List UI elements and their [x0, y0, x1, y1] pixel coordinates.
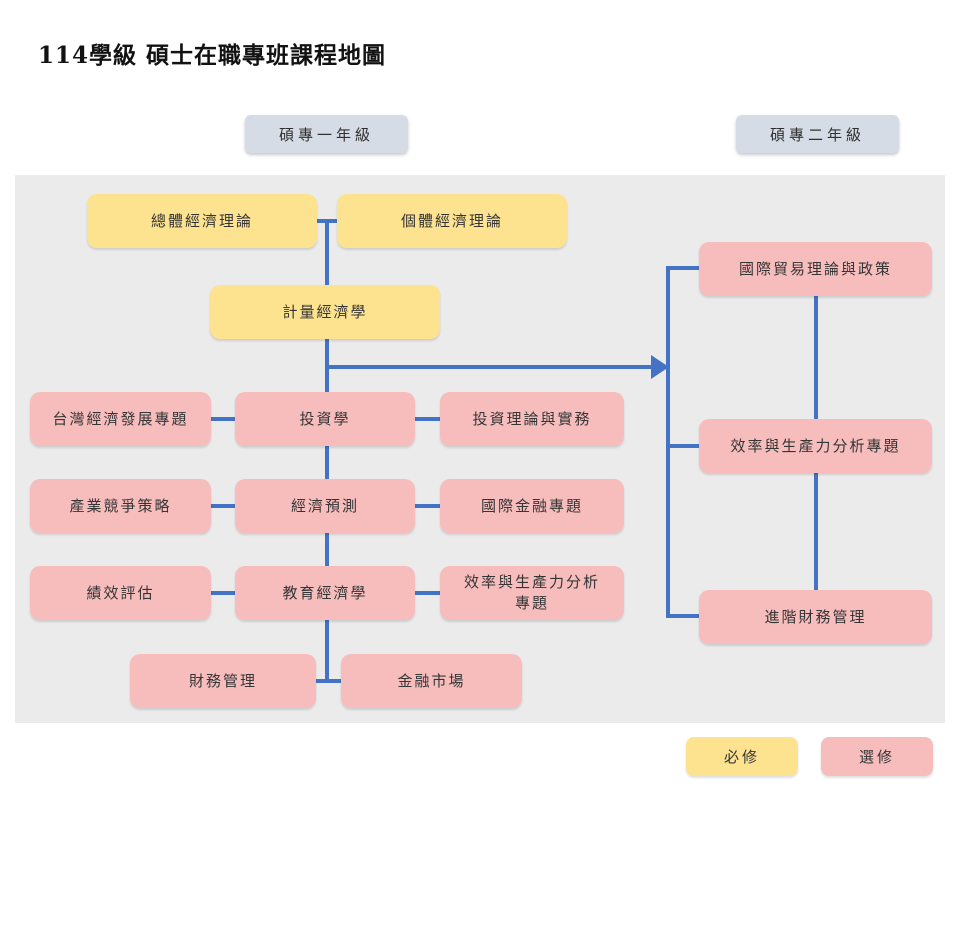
legend-required: 必修 — [686, 737, 798, 776]
connector-industry-forecast — [211, 504, 235, 508]
connector-finmgmt-finmarkets — [316, 679, 341, 683]
header-year2: 碩專二年級 — [736, 115, 899, 153]
connector-intltrade-efficiency2 — [814, 296, 818, 419]
connector-investment-forecast — [325, 446, 329, 479]
course-box-industry-strategy: 產業競爭策略 — [30, 479, 211, 533]
connector-spine-to-econometrics — [325, 220, 329, 286]
connector-performance-eduecon — [211, 591, 235, 595]
course-box-financial-management: 財務管理 — [130, 654, 316, 708]
course-box-education-economics: 教育經濟學 — [235, 566, 415, 620]
course-box-economic-forecast: 經濟預測 — [235, 479, 415, 533]
connector-eduecon-efficiency1 — [415, 591, 440, 595]
course-box-micro-economics: 個體經濟理論 — [337, 194, 567, 248]
connector-forecast-intlfinance — [415, 504, 440, 508]
course-box-efficiency-analysis-y1: 效率與生產力分析專題 — [440, 566, 624, 620]
header-year1: 碩專一年級 — [245, 115, 408, 153]
course-box-advanced-financial-management: 進階財務管理 — [699, 590, 932, 644]
connector-efficiency2-advfin — [814, 473, 818, 590]
course-box-financial-markets: 金融市場 — [341, 654, 522, 708]
connector-stub-intl-trade — [666, 266, 699, 270]
course-box-taiwan-economy: 台灣經濟發展專題 — [30, 392, 211, 446]
connector-eduecon-finrow — [325, 620, 329, 683]
course-box-intl-trade-policy: 國際貿易理論與政策 — [699, 242, 932, 296]
connector-arrow-to-year2 — [325, 365, 653, 369]
connector-stub-adv-fin — [666, 614, 699, 618]
course-box-macro-economics: 總體經濟理論 — [87, 194, 317, 248]
connector-stub-efficiency2 — [666, 444, 699, 448]
course-box-investment: 投資學 — [235, 392, 415, 446]
course-box-performance-evaluation: 績效評估 — [30, 566, 211, 620]
course-box-intl-finance: 國際金融專題 — [440, 479, 624, 533]
page-title: 114學級 碩士在職專班課程地圖 — [38, 42, 387, 69]
course-box-econometrics: 計量經濟學 — [210, 285, 440, 339]
connector-taiwan-investment — [211, 417, 235, 421]
course-box-efficiency-analysis-y2: 效率與生產力分析專題 — [699, 419, 932, 473]
legend-elective: 選修 — [821, 737, 933, 776]
arrow-right-icon — [651, 355, 669, 379]
connector-forecast-eduecon — [325, 533, 329, 566]
connector-investment-practice — [415, 417, 440, 421]
connector-year2-spine — [666, 266, 670, 618]
course-box-investment-theory-practice: 投資理論與實務 — [440, 392, 624, 446]
